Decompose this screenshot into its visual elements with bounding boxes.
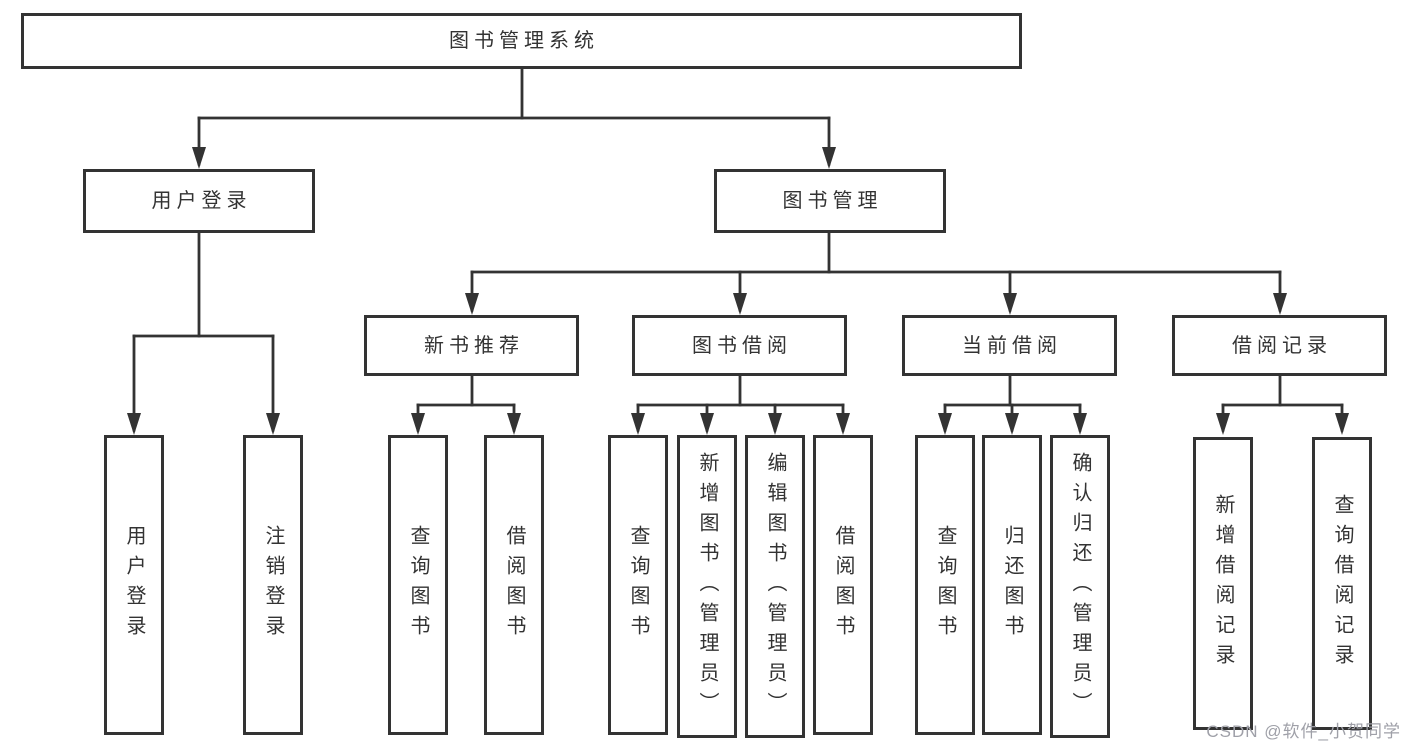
- node-book-management: 图书管理: [714, 169, 946, 233]
- leaf-add-borrow-record: 新增借阅记录: [1193, 437, 1253, 730]
- leaf-confirm-return-admin: 确认归还（管理员）: [1050, 435, 1110, 738]
- leaf-query-books-recommend: 查询图书: [388, 435, 448, 735]
- leaf-add-books-admin: 新增图书（管理员）: [677, 435, 737, 738]
- leaf-query-books-borrow: 查询图书: [608, 435, 668, 735]
- leaf-return-books: 归还图书: [982, 435, 1042, 735]
- node-borrow-records: 借阅记录: [1172, 315, 1387, 376]
- leaf-logout: 注销登录: [243, 435, 303, 735]
- leaf-borrow-books: 借阅图书: [813, 435, 873, 735]
- leaf-query-borrow-record: 查询借阅记录: [1312, 437, 1372, 730]
- leaf-query-books-current: 查询图书: [915, 435, 975, 735]
- csdn-watermark: CSDN @软件_小贺同学: [1206, 722, 1401, 741]
- node-current-borrow: 当前借阅: [902, 315, 1117, 376]
- node-user-login: 用户登录: [83, 169, 315, 233]
- leaf-edit-books-admin: 编辑图书（管理员）: [745, 435, 805, 738]
- arrowheads: [127, 147, 1349, 435]
- node-book-borrow: 图书借阅: [632, 315, 847, 376]
- node-library-management-system: 图书管理系统: [21, 13, 1022, 69]
- node-new-book-recommend: 新书推荐: [364, 315, 579, 376]
- leaf-user-login: 用户登录: [104, 435, 164, 735]
- leaf-borrow-books-recommend: 借阅图书: [484, 435, 544, 735]
